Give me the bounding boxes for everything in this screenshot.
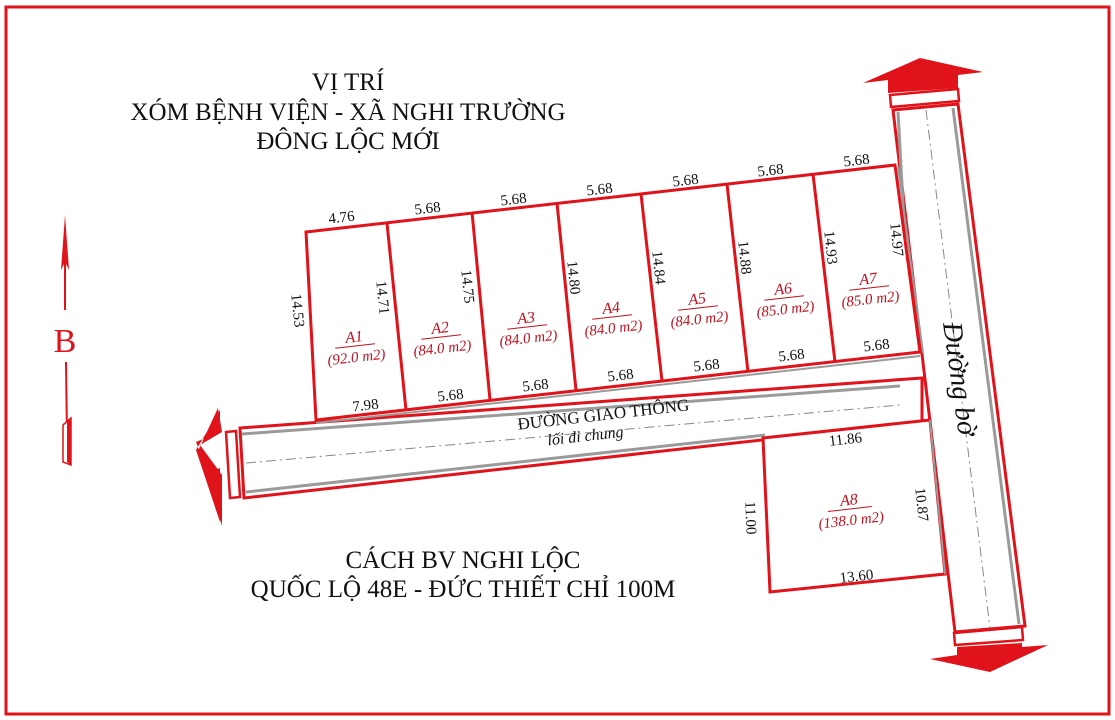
footer-line-1: CÁCH BV NGHI LỘC (346, 546, 581, 574)
lot-a8[interactable]: A8 (138.0 m2) (815, 488, 885, 532)
svg-text:5.68: 5.68 (414, 200, 442, 219)
svg-text:10.87: 10.87 (911, 487, 930, 523)
lot-a8-boundary (761, 418, 947, 594)
svg-text:4.76: 4.76 (328, 209, 356, 228)
title-line-3: ĐÔNG LỘC MỚI (256, 127, 439, 155)
outer-frame (4, 5, 1111, 716)
north-arrow-icon: B (54, 215, 77, 467)
svg-text:A4: A4 (600, 299, 621, 318)
lot-a7[interactable]: A7 (85.0 m2) (838, 268, 901, 312)
svg-text:5.68: 5.68 (757, 162, 785, 181)
bottom-dimensions: 7.98 5.68 5.68 5.68 5.68 5.68 5.68 (352, 337, 891, 416)
svg-text:14.84: 14.84 (648, 250, 667, 286)
location-title: VỊ TRÍ XÓM BỆNH VIỆN - XÃ NGHI TRƯỜNG ĐÔ… (130, 68, 565, 155)
lot-a2[interactable]: A2 (84.0 m2) (410, 317, 473, 361)
svg-text:7.98: 7.98 (352, 397, 380, 416)
title-line-2: XÓM BỆNH VIỆN - XÃ NGHI TRƯỜNG (130, 98, 565, 126)
svg-text:(138.0 m2): (138.0 m2) (818, 509, 885, 532)
svg-text:A6: A6 (772, 280, 793, 299)
svg-text:14.75: 14.75 (457, 269, 476, 304)
svg-text:5.68: 5.68 (863, 337, 891, 356)
svg-text:A2: A2 (429, 319, 450, 338)
svg-text:(84.0 m2): (84.0 m2) (670, 309, 730, 332)
svg-text:5.68: 5.68 (843, 152, 871, 171)
road-top-arrow-icon (863, 58, 983, 93)
svg-text:14.97: 14.97 (886, 222, 905, 258)
svg-text:5.68: 5.68 (500, 191, 528, 210)
lot-labels: A1 (92.0 m2) A2 (84.0 m2) A3 (84.0 m2) A… (324, 268, 901, 533)
svg-text:A8: A8 (838, 491, 859, 510)
svg-text:14.53: 14.53 (287, 293, 306, 328)
lot-a1[interactable]: A1 (92.0 m2) (324, 326, 387, 370)
svg-text:5.68: 5.68 (586, 181, 614, 200)
top-dimensions: 4.76 5.68 5.68 5.68 5.68 5.68 5.68 (328, 152, 871, 228)
svg-text:(92.0 m2): (92.0 m2) (327, 347, 387, 370)
svg-text:A5: A5 (686, 290, 707, 309)
svg-text:13.60: 13.60 (839, 567, 874, 587)
svg-text:5.68: 5.68 (672, 172, 700, 191)
title-line-1: VỊ TRÍ (312, 68, 384, 96)
main-road (196, 376, 924, 526)
footer-line-2: QUỐC LỘ 48E - ĐỨC THIẾT CHỈ 100M (251, 574, 676, 603)
svg-text:14.93: 14.93 (820, 230, 839, 265)
a8-dimensions: 11.86 11.00 10.87 13.60 (741, 430, 930, 587)
lot-a4[interactable]: A4 (84.0 m2) (581, 297, 644, 341)
svg-text:5.68: 5.68 (437, 387, 465, 406)
side-road (863, 58, 1048, 672)
lots-row (304, 163, 922, 422)
svg-text:11.86: 11.86 (828, 430, 863, 450)
svg-text:A3: A3 (515, 309, 536, 328)
svg-text:A7: A7 (857, 270, 879, 289)
svg-text:(84.0 m2): (84.0 m2) (499, 328, 559, 351)
svg-text:5.68: 5.68 (522, 377, 550, 396)
svg-text:(85.0 m2): (85.0 m2) (756, 299, 816, 322)
svg-text:14.88: 14.88 (734, 240, 753, 275)
svg-text:5.68: 5.68 (693, 357, 721, 376)
compass-label: B (54, 323, 77, 360)
lot-a5[interactable]: A5 (84.0 m2) (667, 288, 730, 332)
lot-a6[interactable]: A6 (85.0 m2) (753, 278, 816, 322)
svg-text:11.00: 11.00 (741, 501, 758, 535)
svg-text:5.68: 5.68 (778, 347, 806, 366)
side-dimensions: 14.53 14.71 14.75 14.80 14.84 14.88 14.9… (287, 222, 905, 328)
svg-text:14.80: 14.80 (563, 260, 582, 295)
svg-text:(84.0 m2): (84.0 m2) (413, 338, 473, 361)
svg-text:(84.0 m2): (84.0 m2) (584, 318, 644, 341)
lot-a3[interactable]: A3 (84.0 m2) (496, 307, 559, 351)
svg-text:14.71: 14.71 (372, 280, 391, 315)
svg-text:A1: A1 (343, 328, 364, 347)
svg-text:5.68: 5.68 (607, 367, 635, 386)
distance-note: CÁCH BV NGHI LỘC QUỐC LỘ 48E - ĐỨC THIẾT… (251, 546, 676, 603)
road-bottom-arrow-icon (930, 643, 1048, 672)
svg-text:(85.0 m2): (85.0 m2) (841, 289, 901, 312)
